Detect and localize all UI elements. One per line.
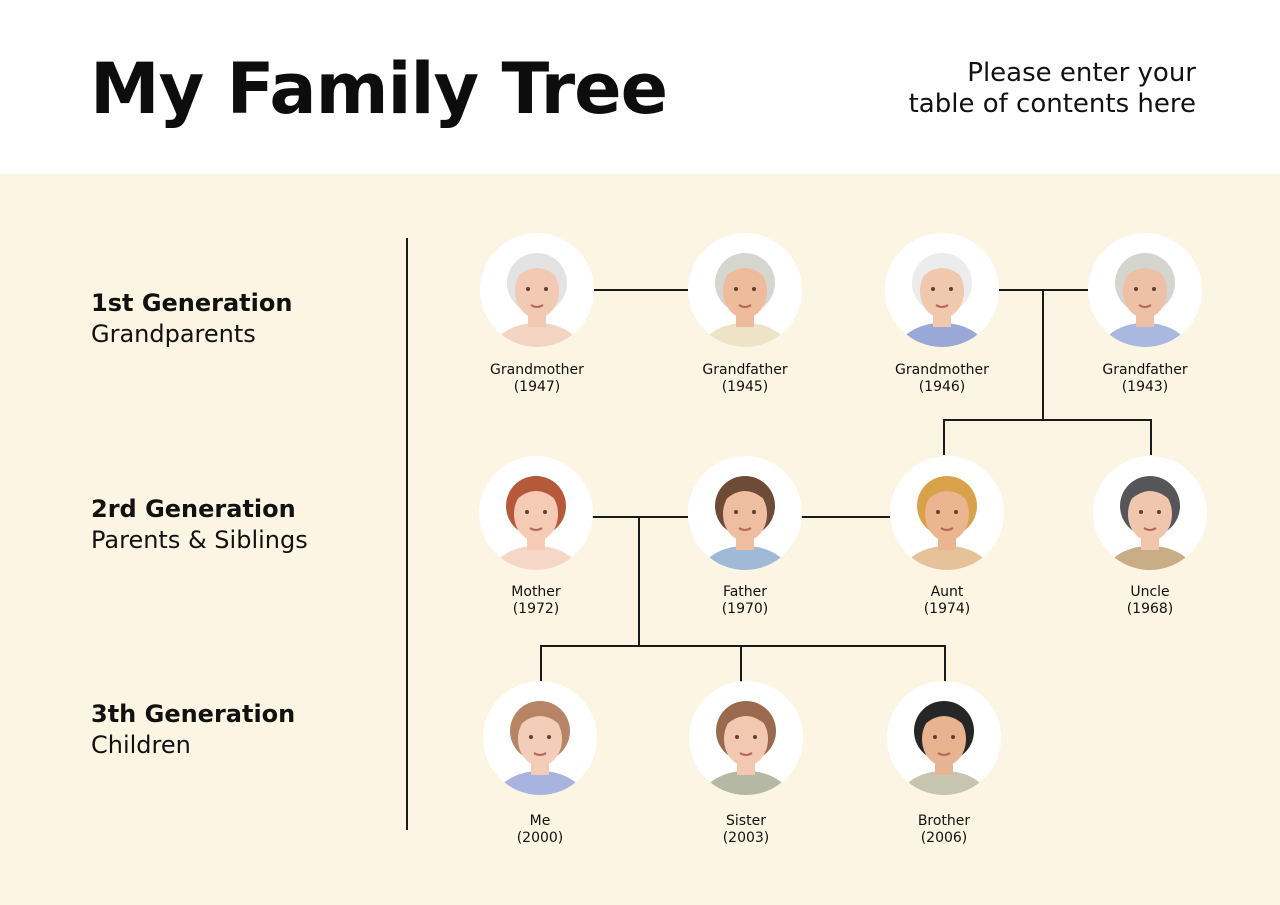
person-role: Aunt — [930, 584, 964, 600]
person-avatar-icon — [903, 476, 991, 570]
person-label: Brother(2006) — [854, 813, 1034, 847]
person-birth-year: (2003) — [722, 830, 770, 846]
avatar — [885, 233, 999, 347]
person-avatar-icon — [493, 253, 581, 347]
avatar — [483, 681, 597, 795]
person-label: Uncle(1968) — [1060, 584, 1240, 618]
person-avatar-icon — [702, 701, 790, 795]
person-label: Sister(2003) — [656, 813, 836, 847]
generation-subtitle: Parents & Siblings — [91, 526, 308, 554]
generation-title: 2rd Generation — [91, 495, 296, 523]
person-birth-year: (1946) — [918, 379, 966, 395]
person-label: Mother(1972) — [446, 584, 626, 618]
person-birth-year: (2000) — [516, 830, 564, 846]
person-label: Grandmother(1946) — [852, 362, 1032, 396]
avatar — [480, 233, 594, 347]
page-title: My Family Tree — [90, 48, 668, 130]
person-birth-year: (2006) — [920, 830, 968, 846]
avatar — [688, 233, 802, 347]
generation-subtitle: Grandparents — [91, 320, 256, 348]
person-role: Grandmother — [490, 362, 584, 378]
generation-title: 3th Generation — [91, 700, 296, 728]
avatar — [479, 456, 593, 570]
avatar — [1088, 233, 1202, 347]
person-avatar-icon — [701, 253, 789, 347]
person-role: Uncle — [1130, 584, 1170, 600]
person-label: Father(1970) — [655, 584, 835, 618]
avatar — [887, 681, 1001, 795]
person-birth-year: (1947) — [513, 379, 561, 395]
person-label: Grandmother(1947) — [447, 362, 627, 396]
avatar — [1093, 456, 1207, 570]
avatar — [890, 456, 1004, 570]
person-label: Aunt(1974) — [857, 584, 1037, 618]
person-label: Grandfather(1943) — [1055, 362, 1235, 396]
person-role: Mother — [511, 584, 561, 600]
person-role: Grandmother — [895, 362, 989, 378]
person-role: Sister — [726, 813, 766, 829]
subtitle-line-1: Please enter your — [967, 58, 1196, 88]
person-birth-year: (1974) — [923, 601, 971, 617]
person-avatar-icon — [898, 253, 986, 347]
generation-title: 1st Generation — [91, 289, 293, 317]
person-birth-year: (1943) — [1121, 379, 1169, 395]
person-role: Father — [722, 584, 768, 600]
person-birth-year: (1945) — [721, 379, 769, 395]
person-avatar-icon — [496, 701, 584, 795]
table-of-contents-note: Please enter your table of contents here — [836, 58, 1196, 120]
person-avatar-icon — [701, 476, 789, 570]
person-role: Brother — [917, 813, 971, 829]
subtitle-line-2: table of contents here — [908, 89, 1196, 119]
generation-subtitle: Children — [91, 731, 191, 759]
generation-3-label: 3th Generation Children — [91, 699, 391, 761]
person-role: Me — [529, 813, 551, 829]
person-birth-year: (1968) — [1126, 601, 1174, 617]
generation-1-label: 1st Generation Grandparents — [91, 288, 391, 350]
person-avatar-icon — [1106, 476, 1194, 570]
person-birth-year: (1972) — [512, 601, 560, 617]
avatar — [689, 681, 803, 795]
avatar — [688, 456, 802, 570]
person-role: Grandfather — [702, 362, 788, 378]
person-avatar-icon — [492, 476, 580, 570]
person-avatar-icon — [900, 701, 988, 795]
person-label: Grandfather(1945) — [655, 362, 835, 396]
person-birth-year: (1970) — [721, 601, 769, 617]
person-role: Grandfather — [1102, 362, 1188, 378]
generation-divider — [406, 238, 408, 830]
person-label: Me(2000) — [450, 813, 630, 847]
header: My Family Tree Please enter your table o… — [0, 0, 1280, 174]
person-avatar-icon — [1101, 253, 1189, 347]
generation-2-label: 2rd Generation Parents & Siblings — [91, 494, 391, 556]
